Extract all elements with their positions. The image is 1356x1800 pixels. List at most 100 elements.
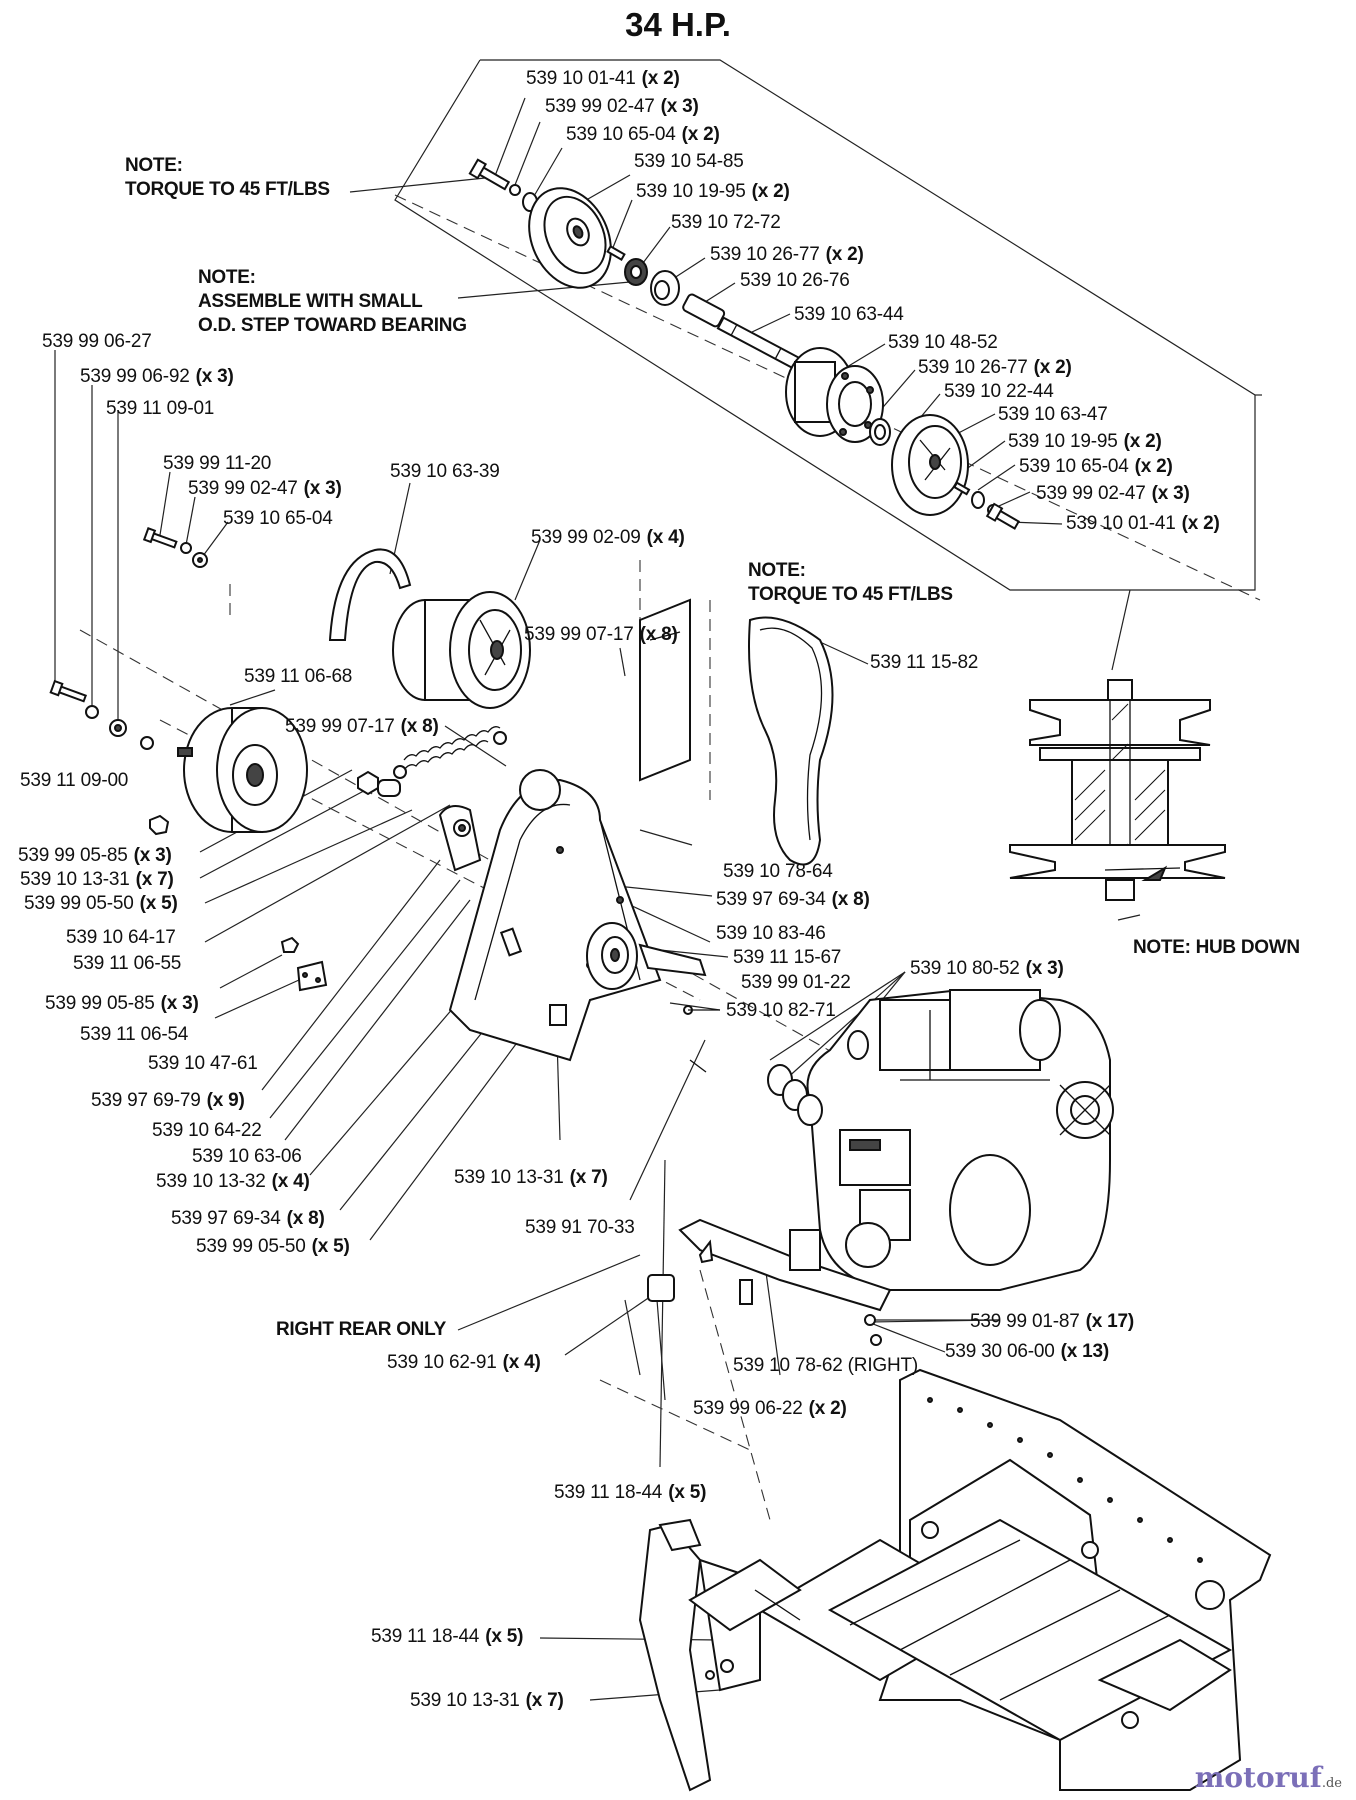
- part-number: 539 10 65-04: [566, 124, 676, 145]
- part-quantity: (x 3): [160, 993, 199, 1014]
- part-callout: 539 10 13-32(x 4): [156, 1171, 310, 1193]
- part-quantity: (x 3): [303, 478, 342, 499]
- note-assemble-step: NOTE: ASSEMBLE WITH SMALL O.D. STEP TOWA…: [198, 266, 467, 338]
- note-right-rear-only: RIGHT REAR ONLY: [276, 1319, 447, 1340]
- part-callout: 539 10 63-39: [390, 461, 500, 483]
- part-number: 539 10 65-04: [223, 508, 333, 529]
- part-callout: 539 11 06-54: [80, 1024, 188, 1046]
- part-callout: 539 99 11-20: [163, 453, 271, 475]
- part-quantity: (x 3): [133, 845, 172, 866]
- note-hub-down: NOTE: HUB DOWN: [1133, 937, 1300, 958]
- bearing-part: [650, 270, 680, 306]
- part-number: 539 10 13-31: [454, 1167, 564, 1188]
- part-callout: 539 97 69-79(x 9): [91, 1090, 245, 1112]
- part-callout: 539 10 63-47: [998, 404, 1108, 426]
- tensioner-pulley: [586, 922, 707, 990]
- part-callout: 539 10 26-77(x 2): [710, 244, 864, 266]
- part-quantity: (x 8): [286, 1208, 325, 1229]
- part-callout: 539 10 26-77(x 2): [918, 357, 1072, 379]
- part-number: 539 99 01-22: [741, 972, 851, 993]
- part-callout: 539 99 06-22(x 2): [693, 1398, 847, 1420]
- part-quantity: (x 7): [135, 869, 174, 890]
- part-quantity: (x 3): [1025, 958, 1064, 979]
- part-number: 539 10 01-41: [1066, 513, 1176, 534]
- part-number: 539 11 15-67: [733, 947, 842, 968]
- part-number: 539 99 05-85: [45, 993, 155, 1014]
- part-quantity: (x 13): [1060, 1341, 1110, 1362]
- left-frame-rail: [638, 1518, 761, 1792]
- motoruf-watermark-logo: motoruf.de: [1195, 1761, 1342, 1794]
- part-number: 539 10 26-77: [710, 244, 820, 265]
- part-callout: 539 99 05-85(x 3): [18, 845, 172, 867]
- part-quantity: (x 2): [1033, 357, 1072, 378]
- part-number: 539 10 78-62 (RIGHT): [733, 1355, 919, 1376]
- part-number: 539 97 69-34: [716, 889, 826, 910]
- part-callout: 539 10 26-76: [740, 270, 850, 292]
- assembly-frame: [394, 59, 1256, 591]
- part-callout: 539 10 54-85: [634, 151, 744, 173]
- spacer-bushings: [357, 770, 401, 797]
- part-number: 539 10 63-39: [390, 461, 500, 482]
- part-number: 539 99 06-22: [693, 1398, 803, 1419]
- part-quantity: (x 17): [1085, 1311, 1135, 1332]
- small-fasteners-left: [49, 527, 208, 836]
- drive-belt: [748, 616, 834, 866]
- part-callout: 539 10 65-04(x 2): [566, 124, 720, 146]
- part-callout: 539 99 07-17(x 8): [285, 716, 439, 738]
- part-number: 539 10 13-31: [410, 1690, 520, 1711]
- part-callout: 539 11 09-01: [106, 398, 214, 420]
- part-quantity: (x 5): [668, 1482, 707, 1503]
- engine-mount-bracket: [448, 769, 662, 1062]
- part-callout: 539 99 05-50(x 5): [24, 893, 178, 915]
- part-number: 539 99 02-47: [188, 478, 298, 499]
- note-text: ASSEMBLE WITH SMALL: [198, 291, 423, 312]
- part-number: 539 10 62-91: [387, 1352, 497, 1373]
- bracket-hardware: [280, 927, 720, 1026]
- part-number: 539 10 63-06: [192, 1146, 302, 1167]
- part-number: 539 10 63-47: [998, 404, 1108, 425]
- upper-pulley-assembly: [468, 158, 1021, 530]
- part-number: 539 10 82-71: [726, 1000, 836, 1021]
- part-number: 539 10 01-41: [526, 68, 636, 89]
- part-callout: 539 10 13-31(x 7): [20, 869, 174, 891]
- part-number: 539 10 54-85: [634, 151, 744, 172]
- part-quantity: (x 2): [1181, 513, 1220, 534]
- part-number: 539 99 06-92: [80, 366, 190, 387]
- part-number: 539 99 05-50: [24, 893, 134, 914]
- part-number: 539 91 70-33: [525, 1217, 635, 1238]
- idler-arm: [438, 805, 482, 872]
- part-quantity: (x 7): [569, 1167, 608, 1188]
- part-callout: 539 10 63-06: [192, 1146, 302, 1168]
- part-quantity: (x 3): [1151, 483, 1190, 504]
- part-quantity: (x 8): [400, 716, 439, 737]
- part-quantity: (x 2): [1123, 431, 1162, 452]
- part-number: 539 10 64-17: [66, 927, 176, 948]
- part-callout: 539 99 07-17(x 8): [524, 624, 678, 646]
- footrest-plate: [688, 1558, 802, 1632]
- part-callout: 539 10 65-04(x 2): [1019, 456, 1173, 478]
- part-quantity: (x 2): [641, 68, 680, 89]
- watermark-tld: .de: [1321, 1776, 1342, 1791]
- part-callout: 539 10 13-31(x 7): [454, 1167, 608, 1189]
- note-text: TORQUE TO 45 FT/LBS: [748, 584, 953, 605]
- part-quantity: (x 4): [502, 1352, 541, 1373]
- watermark-brand: motoruf: [1194, 1761, 1322, 1794]
- part-callout: 539 97 69-34(x 8): [171, 1208, 325, 1230]
- part-number: 539 99 01-87: [970, 1311, 1080, 1332]
- part-number: 539 97 69-34: [171, 1208, 281, 1229]
- part-number: 539 10 13-32: [156, 1171, 266, 1192]
- part-callout: 539 10 19-95(x 2): [1008, 431, 1162, 453]
- part-callout: 539 99 02-47(x 3): [545, 96, 699, 118]
- part-callout: 539 10 01-41(x 2): [1066, 513, 1220, 535]
- electric-clutch: [177, 707, 308, 833]
- part-callout: 539 10 78-62 (RIGHT): [733, 1355, 918, 1377]
- part-callout: 539 10 82-71: [726, 1000, 836, 1022]
- part-callout: 539 99 06-27: [42, 331, 152, 353]
- part-callout: 539 10 62-91(x 4): [387, 1352, 541, 1374]
- belt-guard-arc: [328, 548, 412, 641]
- part-callout: 539 10 47-61: [148, 1053, 258, 1075]
- part-callout: 539 99 01-22: [741, 972, 851, 994]
- part-number: 539 11 18-44: [371, 1626, 480, 1647]
- part-callout: 539 99 01-87(x 17): [970, 1311, 1134, 1333]
- note-heading: NOTE:: [198, 267, 256, 288]
